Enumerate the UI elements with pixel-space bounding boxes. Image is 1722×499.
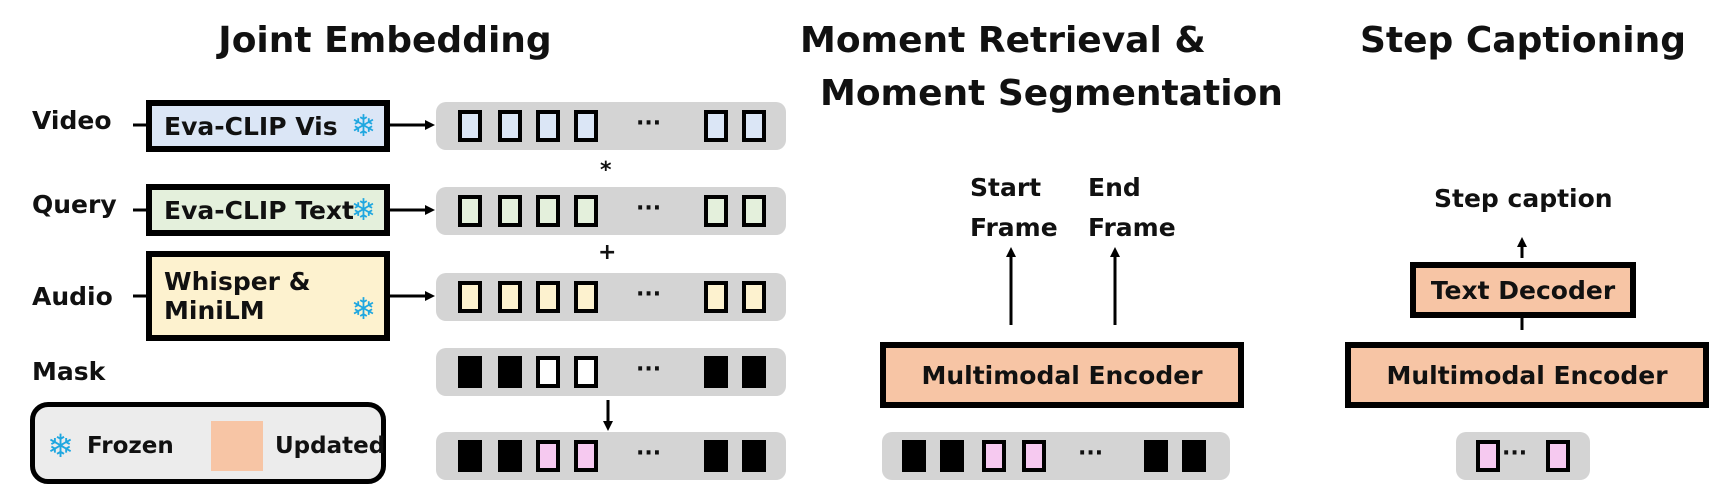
token [704, 356, 728, 388]
token [536, 356, 560, 388]
text-decoder: Text Decoder [1410, 262, 1636, 318]
legend-updated-label: Updated [275, 433, 386, 459]
multiply-operator: * [600, 158, 612, 183]
token-ellipsis: ··· [636, 196, 662, 221]
token [536, 110, 560, 142]
token-ellipsis: ··· [636, 441, 662, 466]
start-frame-line2: Frame [970, 213, 1058, 242]
token [574, 195, 598, 227]
token [1546, 440, 1570, 472]
token [458, 195, 482, 227]
step-caption-label: Step caption [1434, 184, 1613, 213]
end-frame-line1: End [1088, 173, 1141, 202]
token [742, 110, 766, 142]
token-ellipsis: ··· [636, 111, 662, 136]
token [458, 110, 482, 142]
title-joint-embedding: Joint Embedding [218, 20, 552, 61]
row-label-audio: Audio [32, 282, 113, 311]
token [704, 110, 728, 142]
audio-encoder: Whisper & MiniLM ❄ [146, 251, 390, 341]
legend-box: ❄ Frozen Updated [30, 402, 386, 484]
video-token-track: ··· [436, 102, 786, 150]
token-ellipsis: ··· [636, 357, 662, 382]
title-step-captioning: Step Captioning [1360, 20, 1686, 61]
token [742, 281, 766, 313]
token [940, 440, 964, 472]
query-token-track: ··· [436, 187, 786, 235]
token [458, 440, 482, 472]
step-multimodal-encoder: Multimodal Encoder [1345, 342, 1709, 408]
title-moment-line1: Moment Retrieval & [800, 20, 1206, 61]
start-frame-label: Start Frame [970, 168, 1058, 248]
start-frame-line1: Start [970, 173, 1042, 202]
token [458, 281, 482, 313]
token-ellipsis: ··· [636, 282, 662, 307]
audio-encoder-label-line1: Whisper & [164, 267, 311, 296]
end-frame-line2: Frame [1088, 213, 1176, 242]
snowflake-icon: ❄ [350, 292, 376, 327]
token [902, 440, 926, 472]
token [574, 440, 598, 472]
moment-token-track: ··· [882, 432, 1230, 480]
token [536, 195, 560, 227]
title-moment-line2: Moment Segmentation [820, 73, 1283, 114]
legend-frozen-label: Frozen [87, 433, 174, 459]
query-encoder-label: Eva-CLIP Text [164, 195, 354, 225]
moment-multimodal-encoder: Multimodal Encoder [880, 342, 1244, 408]
token [498, 440, 522, 472]
token [742, 195, 766, 227]
token [458, 356, 482, 388]
video-encoder: Eva-CLIP Vis ❄ [146, 100, 390, 152]
snowflake-icon: ❄ [350, 108, 376, 144]
token [704, 281, 728, 313]
token [742, 440, 766, 472]
snowflake-icon: ❄ [350, 192, 376, 228]
token [498, 110, 522, 142]
masked-token-track: ··· [436, 432, 786, 480]
token [536, 281, 560, 313]
step-token-track: ··· [1456, 432, 1590, 480]
token [498, 281, 522, 313]
token [574, 110, 598, 142]
token [498, 356, 522, 388]
token [498, 195, 522, 227]
token [1182, 440, 1206, 472]
audio-token-track: ··· [436, 273, 786, 321]
token [704, 195, 728, 227]
token [742, 356, 766, 388]
token [574, 356, 598, 388]
token [536, 440, 560, 472]
snowflake-icon: ❄ [47, 427, 74, 465]
token-ellipsis: ··· [1078, 441, 1104, 466]
legend-updated-swatch [211, 421, 263, 471]
token [704, 440, 728, 472]
token [1022, 440, 1046, 472]
query-encoder: Eva-CLIP Text ❄ [146, 184, 390, 236]
row-label-video: Video [32, 106, 112, 135]
token [982, 440, 1006, 472]
audio-encoder-label-line2: MiniLM [164, 296, 265, 325]
token [1476, 440, 1500, 472]
row-label-mask: Mask [32, 357, 106, 386]
mask-token-track: ··· [436, 348, 786, 396]
row-label-query: Query [32, 190, 117, 219]
end-frame-label: End Frame [1088, 168, 1176, 248]
token [1144, 440, 1168, 472]
token [574, 281, 598, 313]
token-ellipsis: ··· [1502, 441, 1528, 466]
add-operator: + [598, 240, 617, 265]
video-encoder-label: Eva-CLIP Vis [164, 111, 338, 141]
